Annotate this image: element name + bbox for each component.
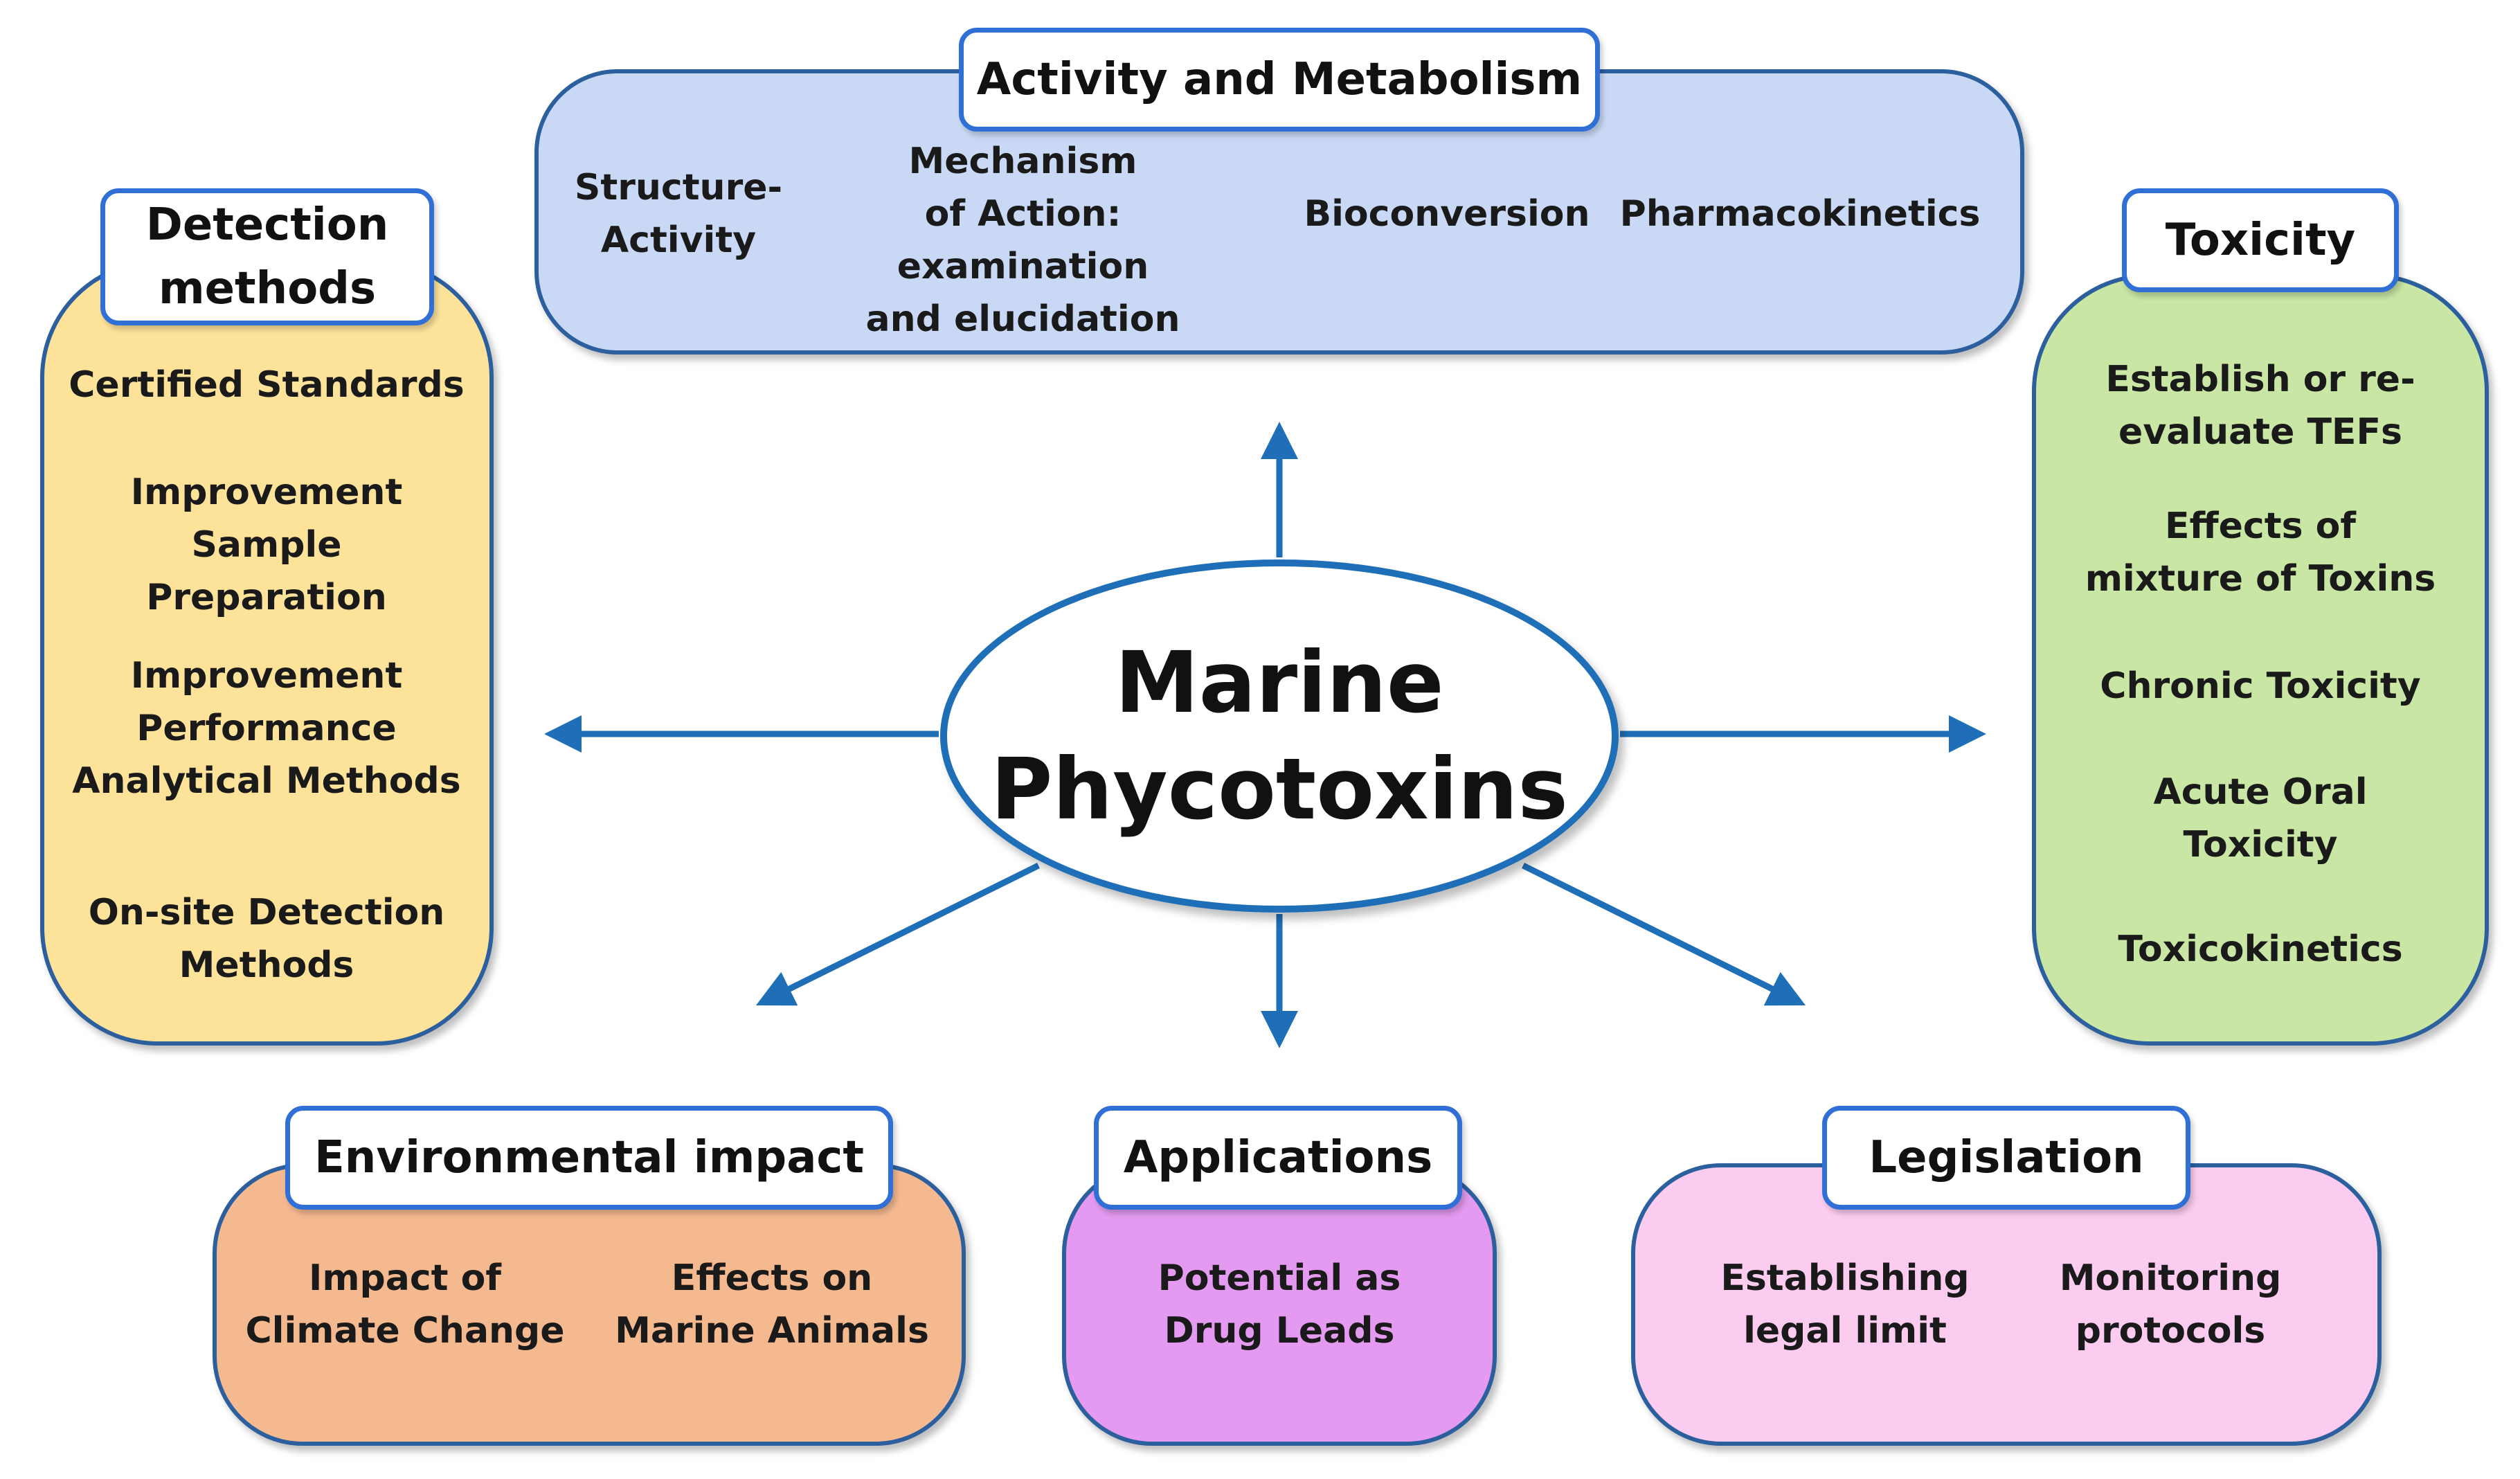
- applications-item-drug-leads: Potential as Drug Leads: [1158, 1257, 1401, 1352]
- environmental-item-climate: Impact of Climate Change: [245, 1257, 565, 1352]
- activity-metabolism-title: Activity and Metabolism: [959, 28, 1600, 132]
- applications-box: [1062, 1163, 1497, 1446]
- detection-item-sample-preparation: Improvement Sample Preparation: [130, 472, 403, 618]
- arrow-down-left: [755, 862, 1040, 1006]
- toxicity-title: Toxicity: [2122, 188, 2399, 292]
- toxicity-item-mixture: Effects of mixture of Toxins: [2085, 505, 2436, 600]
- detection-methods-title: Detection methods: [100, 188, 434, 325]
- environmental-item-marine-animals: Effects on Marine Animals: [615, 1257, 929, 1352]
- legislation-box: [1631, 1163, 2382, 1446]
- legislation-item-monitoring: Monitoring protocols: [2059, 1257, 2282, 1352]
- activity-item-bioconversion: Bioconversion: [1304, 193, 1590, 235]
- applications-title: Applications: [1094, 1106, 1462, 1210]
- legislation-title: Legislation: [1822, 1106, 2190, 1210]
- toxicity-box: [2032, 274, 2489, 1046]
- detection-item-analytical-methods: Improvement Performance Analytical Metho…: [72, 655, 461, 802]
- toxicity-item-acute-oral: Acute Oral Toxicity: [2153, 771, 2368, 866]
- detection-item-standards: Certified Standards: [69, 364, 465, 406]
- activity-item-pharmacokinetics: Pharmacokinetics: [1619, 193, 1981, 235]
- toxicity-item-toxicokinetics: Toxicokinetics: [2118, 929, 2403, 970]
- detection-item-onsite: On-site Detection Methods: [88, 892, 445, 986]
- legislation-item-legal-limit: Establishing legal limit: [1720, 1257, 1970, 1352]
- environmental-impact-box: [213, 1163, 966, 1446]
- center-title: Marine Phycotoxins: [990, 634, 1569, 839]
- center-ellipse: Marine Phycotoxins: [940, 559, 1619, 913]
- arrow-down-right: [1522, 862, 1806, 1006]
- activity-item-structure: Structure- Activity: [574, 167, 783, 261]
- activity-item-mechanism: Mechanism of Action: examination and elu…: [865, 141, 1180, 340]
- environmental-impact-title: Environmental impact: [285, 1106, 893, 1210]
- toxicity-item-tefs: Establish or re- evaluate TEFs: [2105, 359, 2415, 453]
- toxicity-item-chronic: Chronic Toxicity: [2100, 665, 2421, 707]
